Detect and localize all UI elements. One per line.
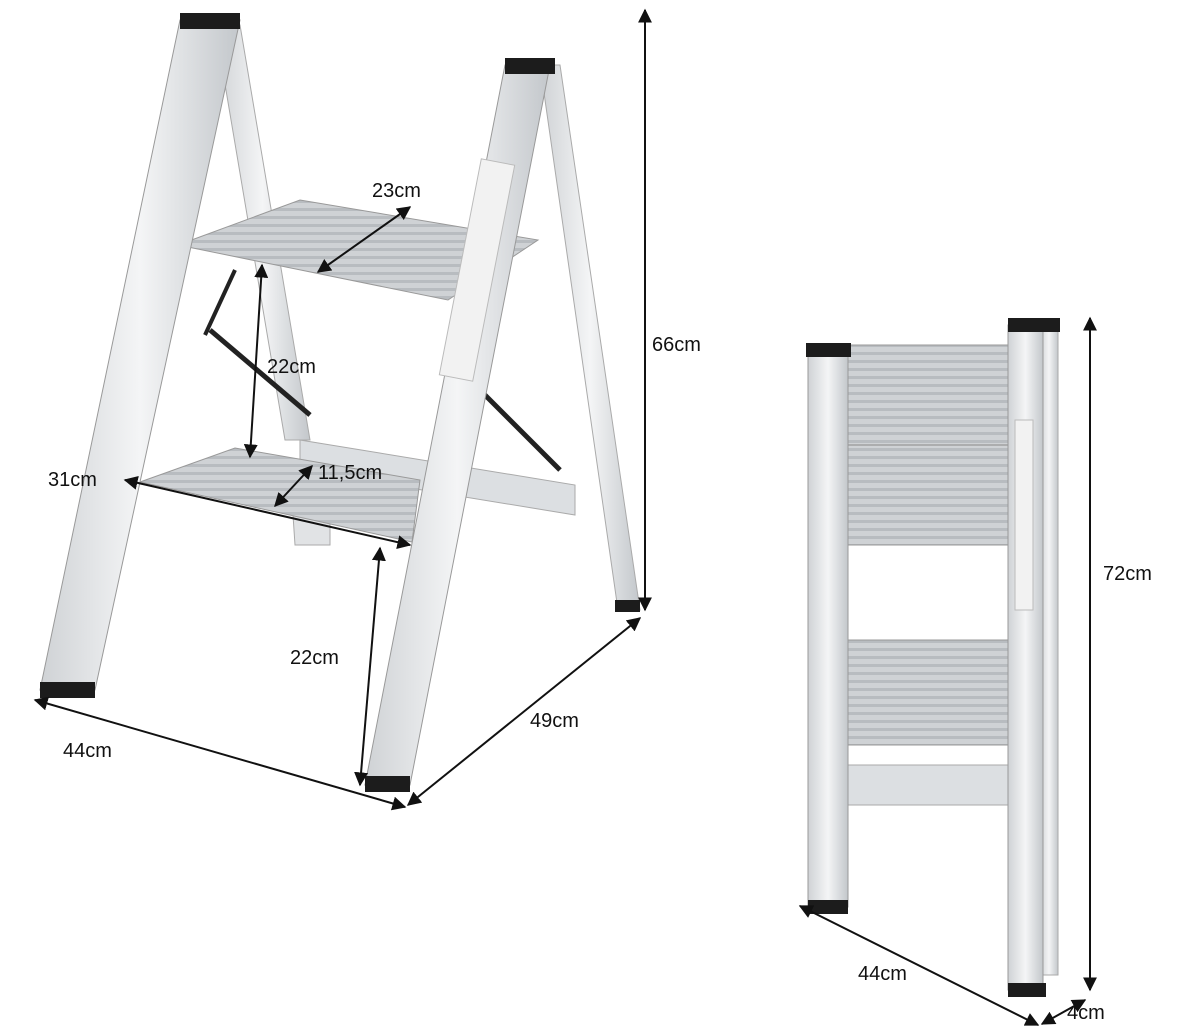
dim-line-4cm (1040, 999, 1087, 1025)
unfolded-ladder (39, 13, 641, 792)
dimension-lines-unfolded (33, 8, 652, 811)
label-22cm-lower: 22cm (290, 647, 339, 669)
label-23cm: 23cm (372, 180, 421, 202)
label-4cm: 4cm (1067, 1002, 1105, 1024)
dimension-labels-unfolded: 23cm 22cm 66cm 31cm 11,5cm 22cm 49cm 44c… (48, 180, 701, 762)
dim-line-44cm-folded (798, 905, 1040, 1026)
dim-line-22cm-upper (243, 263, 269, 459)
label-66cm: 66cm (652, 334, 701, 356)
label-44cm-folded: 44cm (858, 963, 907, 985)
dim-line-31cm (123, 475, 412, 550)
dim-line-23cm (316, 206, 412, 273)
brace-side (203, 269, 237, 336)
label-11-5cm: 11,5cm (318, 462, 382, 484)
front-right-leg (364, 64, 551, 786)
dim-line-11-5cm (274, 464, 313, 508)
label-49cm: 49cm (530, 710, 579, 732)
dimension-labels-folded: 72cm 44cm 4cm (858, 563, 1152, 1024)
folded-ladder (806, 318, 1060, 997)
front-left-leg (39, 19, 241, 691)
brace-right (478, 388, 562, 472)
label-31cm: 31cm (48, 469, 97, 491)
dim-line-49cm (406, 617, 642, 806)
warning-label (438, 158, 516, 382)
foot-cap-back (615, 600, 640, 612)
folded-warning-label (1014, 419, 1034, 611)
dim-line-44cm (33, 696, 407, 811)
label-22cm-upper: 22cm (267, 356, 316, 378)
folded-panel-bottom (845, 639, 1009, 746)
back-right-leg (539, 64, 641, 611)
label-72cm: 72cm (1103, 563, 1152, 585)
label-44cm: 44cm (63, 740, 112, 762)
dimension-lines-folded (798, 316, 1097, 1026)
folded-cap-right (1008, 318, 1060, 332)
folded-left-rail (807, 351, 849, 908)
foot-cap-right (365, 776, 410, 792)
top-cap-left (180, 13, 240, 29)
folded-crossbar (845, 764, 1009, 806)
foot-cap-left (40, 682, 95, 698)
folded-cap-left (806, 343, 851, 357)
folded-foot-right (1008, 983, 1046, 997)
top-cap-right (505, 58, 555, 74)
